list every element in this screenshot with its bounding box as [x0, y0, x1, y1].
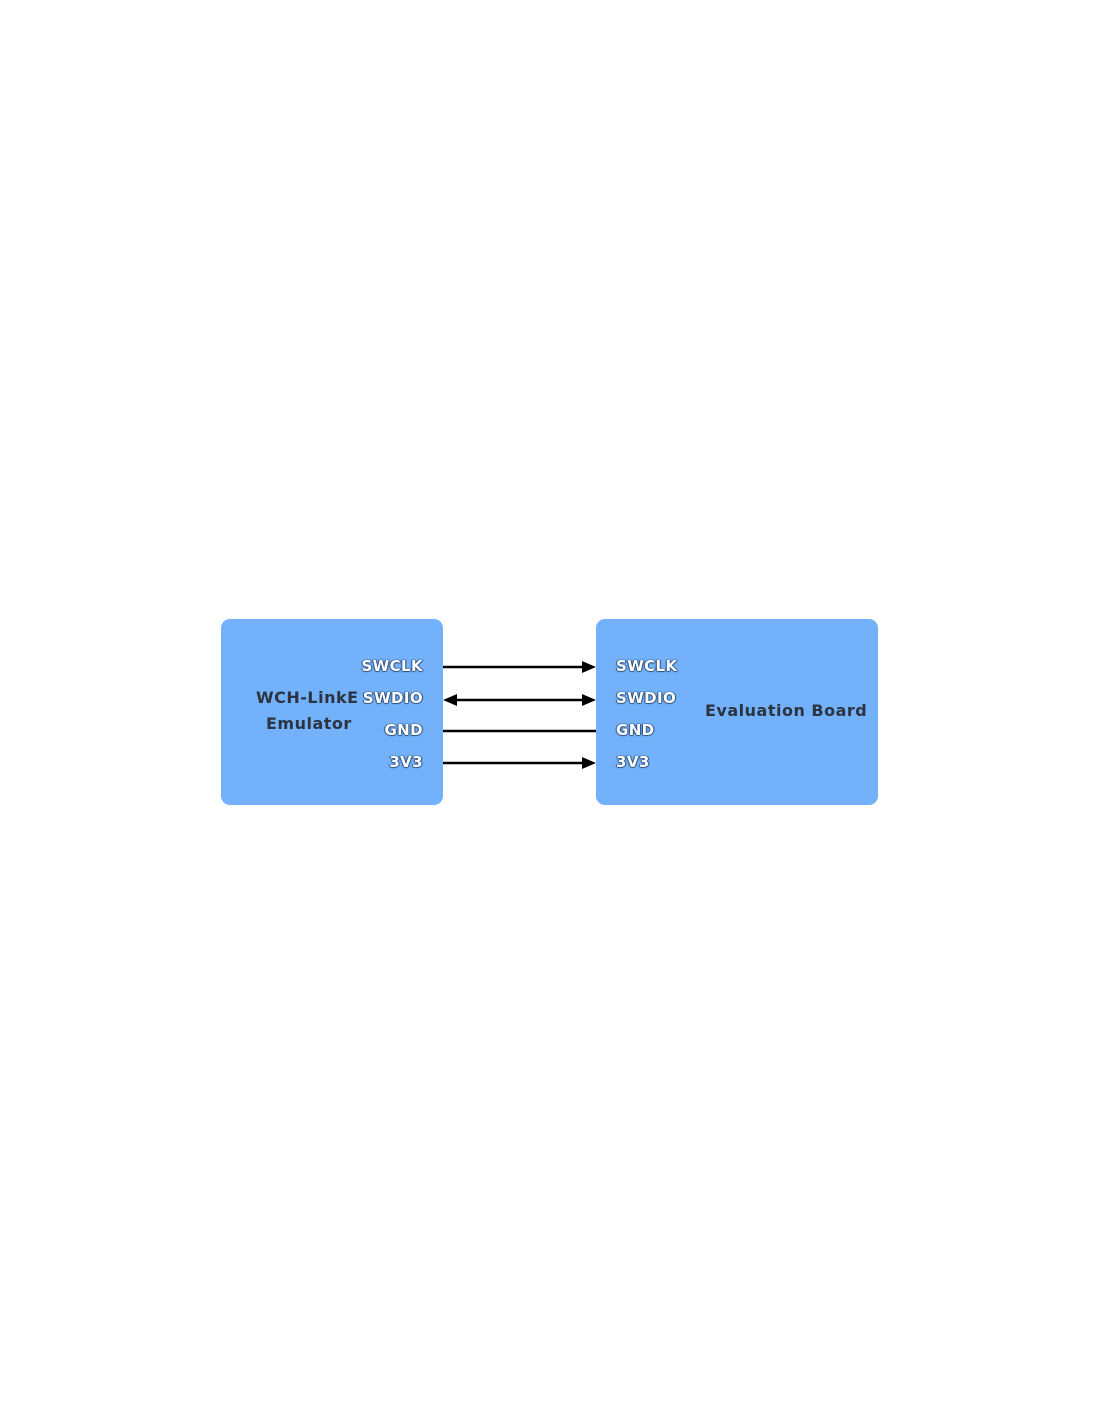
- board-pin-gnd: GND: [616, 721, 655, 739]
- board-pin-swclk: SWCLK: [616, 657, 678, 675]
- board-name: Evaluation Board: [705, 701, 868, 720]
- emulator-name-line2: Emulator: [266, 714, 352, 733]
- board-pin-3v3: 3V3: [616, 753, 650, 771]
- emulator-name-line1: WCH-LinkE: [256, 688, 359, 707]
- arrowhead-to-emulator-swdio: [443, 694, 457, 706]
- arrowhead-to-board-3v3: [582, 757, 596, 769]
- arrowhead-to-board-swclk: [582, 661, 596, 673]
- evaluation-board-block: [596, 619, 878, 805]
- emulator-pin-gnd: GND: [384, 721, 423, 739]
- emulator-pin-swdio: SWDIO: [362, 689, 423, 707]
- wch-linke-emulator-block: [221, 619, 443, 805]
- board-pin-swdio: SWDIO: [616, 689, 677, 707]
- emulator-pin-swclk: SWCLK: [361, 657, 423, 675]
- emulator-pin-3v3: 3V3: [389, 753, 423, 771]
- arrowhead-to-board-swdio: [582, 694, 596, 706]
